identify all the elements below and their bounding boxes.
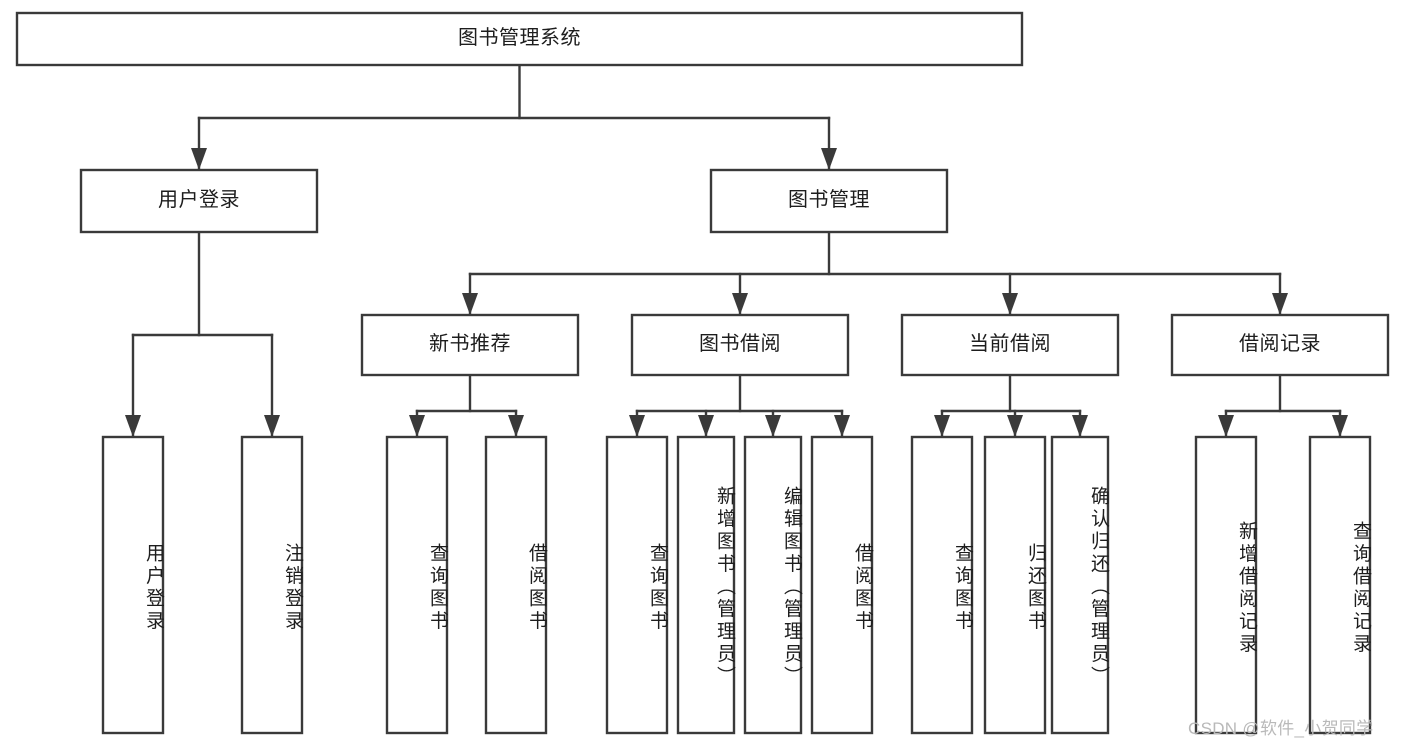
arrow-head-icon (125, 415, 141, 437)
arrow-head-icon (821, 148, 837, 170)
arrow-head-icon (1218, 415, 1234, 437)
arrow-head-icon (1007, 415, 1023, 437)
node-box-leaf-borrow-book[interactable] (810, 435, 874, 735)
node-box-leaf-return-book[interactable] (983, 435, 1047, 735)
watermark-text: CSDN @软件_小贺同学 (1188, 719, 1374, 738)
node-box-leaf-user-logout[interactable] (240, 435, 304, 735)
arrow-head-icon (508, 415, 524, 437)
arrow-head-icon (191, 148, 207, 170)
arrow-head-icon (1332, 415, 1348, 437)
node-box-leaf-query-book-recommend[interactable] (385, 435, 449, 735)
arrow-head-icon (765, 415, 781, 437)
arrow-head-icon (1272, 293, 1288, 315)
node-box-leaf-edit-book[interactable] (743, 435, 803, 735)
node-box-user-login[interactable] (79, 168, 319, 234)
node-box-leaf-user-login[interactable] (101, 435, 165, 735)
connector-layer (125, 63, 1348, 438)
arrow-head-icon (1002, 293, 1018, 315)
node-box-current-borrow[interactable] (900, 313, 1120, 377)
node-box-new-book-recommend[interactable] (360, 313, 580, 377)
node-box-leaf-borrow-book-recommend[interactable] (484, 435, 548, 735)
arrow-head-icon (934, 415, 950, 437)
arrow-head-icon (264, 415, 280, 437)
node-box-leaf-query-book-borrow[interactable] (605, 435, 669, 735)
arrow-head-icon (629, 415, 645, 437)
node-box-leaf-query-book-current[interactable] (910, 435, 974, 735)
node-box-layer (15, 11, 1390, 735)
node-box-leaf-add-borrow-record[interactable] (1194, 435, 1258, 735)
node-box-leaf-confirm-return[interactable] (1050, 435, 1110, 735)
node-box-borrow-record[interactable] (1170, 313, 1390, 377)
node-box-leaf-add-book[interactable] (676, 435, 736, 735)
arrow-head-icon (834, 415, 850, 437)
arrow-head-icon (1072, 415, 1088, 437)
node-box-book-management[interactable] (709, 168, 949, 234)
arrow-head-icon (409, 415, 425, 437)
node-box-root[interactable] (15, 11, 1024, 67)
node-box-leaf-query-borrow-record[interactable] (1308, 435, 1372, 735)
arrow-head-icon (462, 293, 478, 315)
arrow-head-icon (698, 415, 714, 437)
node-box-book-borrow[interactable] (630, 313, 850, 377)
arrow-head-icon (732, 293, 748, 315)
